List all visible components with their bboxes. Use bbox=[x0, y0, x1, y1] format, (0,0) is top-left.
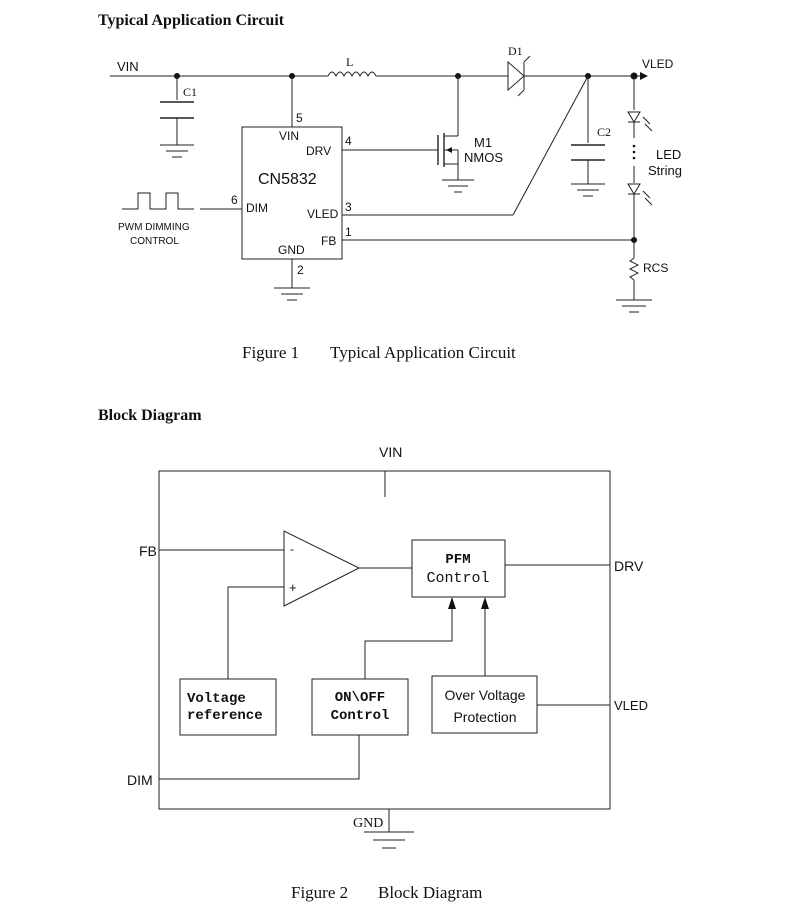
pin-vin-label: VIN bbox=[279, 129, 299, 143]
led-string-label: String bbox=[648, 163, 682, 178]
pfm-control-label: Control bbox=[426, 570, 489, 587]
pin-number: 5 bbox=[296, 111, 303, 125]
capacitor-c1-symbol bbox=[160, 101, 194, 119]
voltage-reference-label: Voltage bbox=[187, 691, 246, 707]
figure1-caption-text: Typical Application Circuit bbox=[330, 343, 516, 362]
pin-number: 4 bbox=[345, 134, 352, 148]
pin-number: 3 bbox=[345, 200, 352, 214]
comparator-symbol bbox=[283, 530, 361, 607]
ground-symbol bbox=[364, 831, 414, 849]
led-symbol bbox=[627, 111, 653, 132]
mosfet-symbol bbox=[437, 76, 459, 180]
block-vled-label: VLED bbox=[614, 698, 648, 713]
arrow-head bbox=[481, 597, 489, 609]
mosfet-type: NMOS bbox=[464, 150, 503, 165]
pin-vled-label: VLED bbox=[307, 207, 339, 221]
over-voltage-protection-label: Protection bbox=[453, 709, 516, 725]
led-ellipsis bbox=[632, 144, 636, 160]
onoff-to-pfm-wire bbox=[364, 602, 453, 679]
pwm-label: PWM DIMMING bbox=[118, 222, 190, 233]
ground-symbol bbox=[160, 144, 194, 158]
pin-dim-label: DIM bbox=[246, 201, 268, 215]
capacitor-c2-symbol bbox=[571, 144, 605, 161]
vin-label: VIN bbox=[117, 59, 139, 74]
ground-symbol bbox=[274, 287, 310, 301]
figure1-caption-number: Figure 1 bbox=[242, 343, 299, 362]
pin-gnd-label: GND bbox=[278, 243, 305, 257]
comparator-minus: - bbox=[290, 542, 294, 556]
section-heading-block-diagram: Block Diagram bbox=[98, 407, 202, 424]
led-string-label: LED bbox=[656, 147, 681, 162]
rcs-label: RCS bbox=[643, 261, 668, 275]
pin-number: 2 bbox=[297, 263, 304, 277]
block-diagram: VIN - + FB PFM Control DRV Voltage refer… bbox=[127, 444, 648, 849]
ground-symbol bbox=[616, 299, 652, 313]
figure2-caption-number: Figure 2 bbox=[291, 883, 348, 902]
block-vin-label: VIN bbox=[379, 444, 402, 460]
figure2-caption-text: Block Diagram bbox=[378, 883, 482, 902]
capacitor-c1-label: C1 bbox=[183, 85, 197, 99]
dim-to-onoff-wire bbox=[159, 735, 360, 780]
pwm-waveform bbox=[122, 192, 194, 210]
block-fb-label: FB bbox=[139, 543, 157, 559]
vref-to-comparator-wire bbox=[227, 586, 284, 679]
on-off-control-label: ON\OFF bbox=[335, 690, 385, 706]
resistor-symbol bbox=[628, 257, 640, 281]
output-arrow bbox=[640, 72, 648, 80]
voltage-reference-label: reference bbox=[187, 708, 263, 724]
pin-number: 1 bbox=[345, 225, 352, 239]
led-symbol bbox=[627, 183, 653, 206]
block-outline bbox=[158, 470, 611, 810]
on-off-control-box bbox=[311, 678, 409, 736]
inductor-symbol bbox=[327, 71, 377, 78]
vled-output-label: VLED bbox=[642, 57, 674, 71]
ground-symbol bbox=[571, 183, 605, 197]
voltage-reference-box bbox=[179, 678, 277, 736]
pfm-control-box bbox=[411, 539, 506, 598]
block-gnd-label: GND bbox=[353, 816, 383, 831]
pin-number: 6 bbox=[231, 193, 238, 207]
block-dim-label: DIM bbox=[127, 772, 153, 788]
pin-fb-label: FB bbox=[321, 234, 336, 248]
pwm-label: CONTROL bbox=[130, 236, 179, 247]
arrow-head bbox=[448, 597, 456, 609]
section-heading-typical-application: Typical Application Circuit bbox=[98, 12, 285, 29]
diode-label: D1 bbox=[508, 44, 523, 58]
comparator-plus: + bbox=[289, 580, 297, 595]
over-voltage-protection-label: Over Voltage bbox=[445, 687, 526, 703]
block-drv-label: DRV bbox=[614, 558, 644, 574]
vled-sense-wire bbox=[512, 75, 589, 216]
pfm-control-label: PFM bbox=[445, 552, 470, 568]
mosfet-name: M1 bbox=[474, 135, 492, 150]
application-circuit: VIN L D1 VLED C1 bbox=[110, 44, 682, 313]
on-off-control-label: Control bbox=[331, 708, 390, 724]
capacitor-c2-label: C2 bbox=[597, 125, 611, 139]
chip-name: CN5832 bbox=[258, 171, 317, 188]
ground-symbol bbox=[442, 179, 474, 193]
inductor-label: L bbox=[346, 55, 353, 69]
pin-drv-label: DRV bbox=[306, 144, 331, 158]
